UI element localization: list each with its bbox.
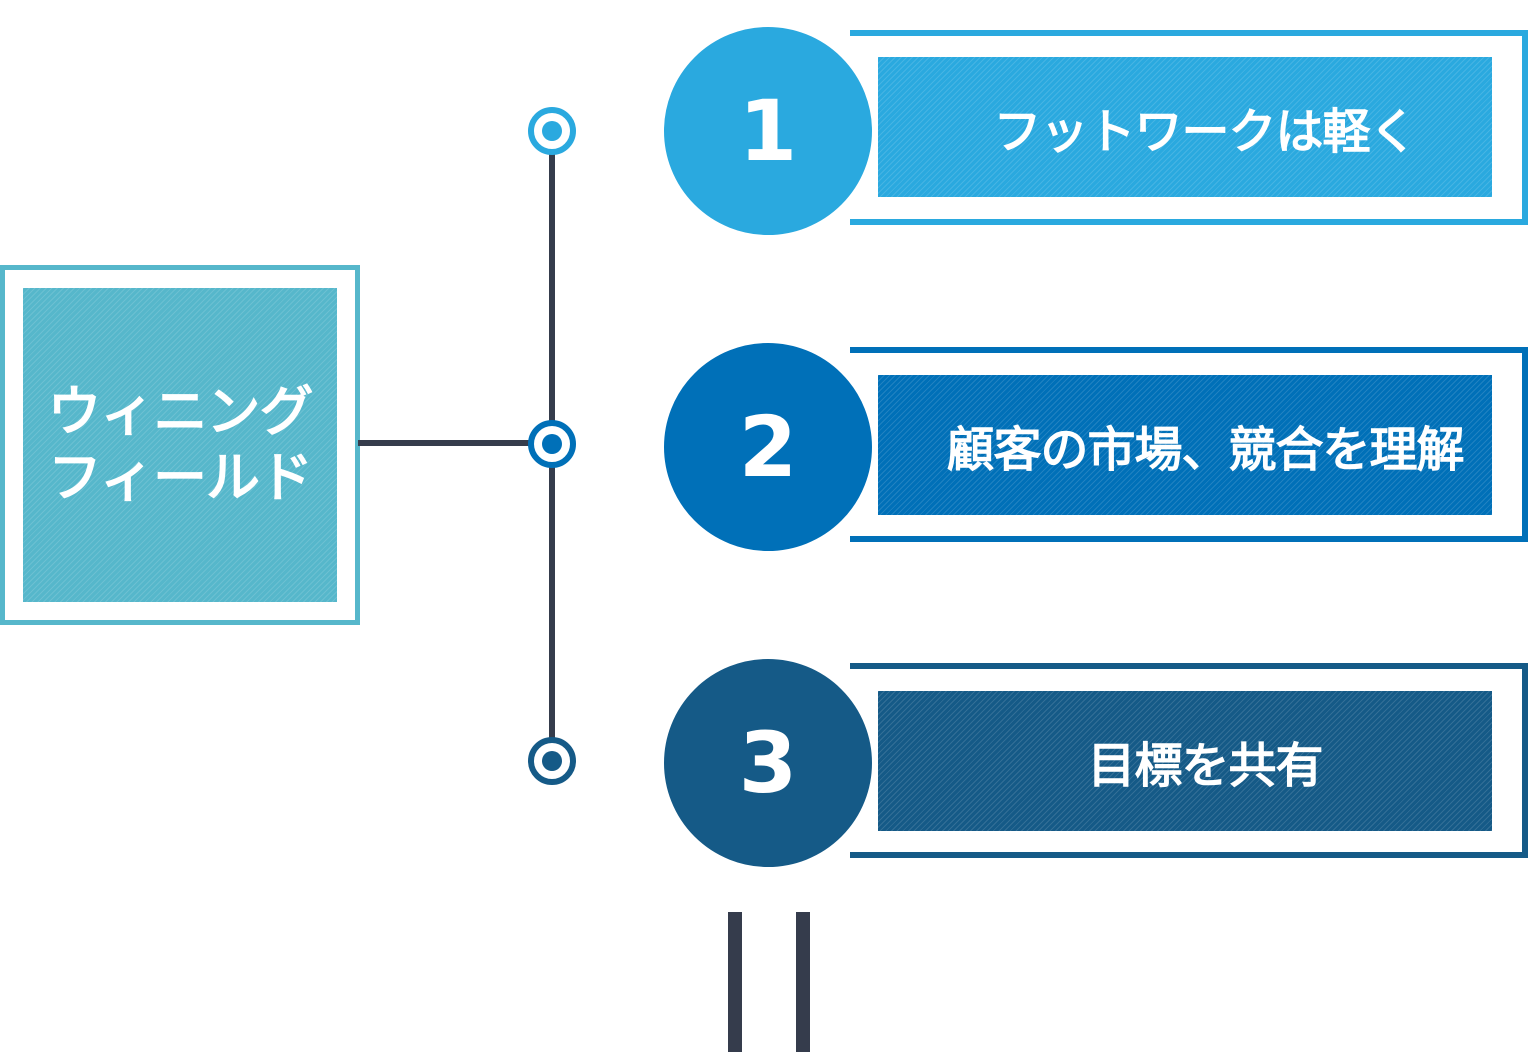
- item-3-label: 目標を共有: [1087, 738, 1323, 794]
- node-2-dot: [542, 434, 562, 454]
- item-1-number: 1: [738, 82, 798, 180]
- item-1-label: フットワークは軽く: [993, 104, 1417, 160]
- item-3-number: 3: [738, 714, 798, 812]
- node-3-dot: [542, 751, 562, 771]
- equals-bar-right: [796, 912, 810, 1052]
- node-3: [528, 737, 576, 785]
- item-1-band: フットワークは軽く: [878, 57, 1492, 197]
- item-3-circle: 3: [658, 653, 878, 873]
- item-2-band: 顧客の市場、競合を理解: [878, 375, 1492, 515]
- item-2-number: 2: [738, 398, 798, 496]
- item-3-band: 目標を共有: [878, 691, 1492, 831]
- main-box-label: ウィニング フィールド: [47, 380, 314, 509]
- item-2-circle: 2: [658, 337, 878, 557]
- node-2: [528, 420, 576, 468]
- node-1: [528, 107, 576, 155]
- item-1-circle: 1: [658, 21, 878, 241]
- node-1-dot: [542, 121, 562, 141]
- horizontal-connector: [358, 440, 552, 446]
- main-box: ウィニング フィールド: [0, 265, 360, 625]
- item-2-label: 顧客の市場、競合を理解: [946, 422, 1464, 478]
- equals-bar-left: [728, 912, 742, 1052]
- main-box-inner: ウィニング フィールド: [23, 288, 337, 602]
